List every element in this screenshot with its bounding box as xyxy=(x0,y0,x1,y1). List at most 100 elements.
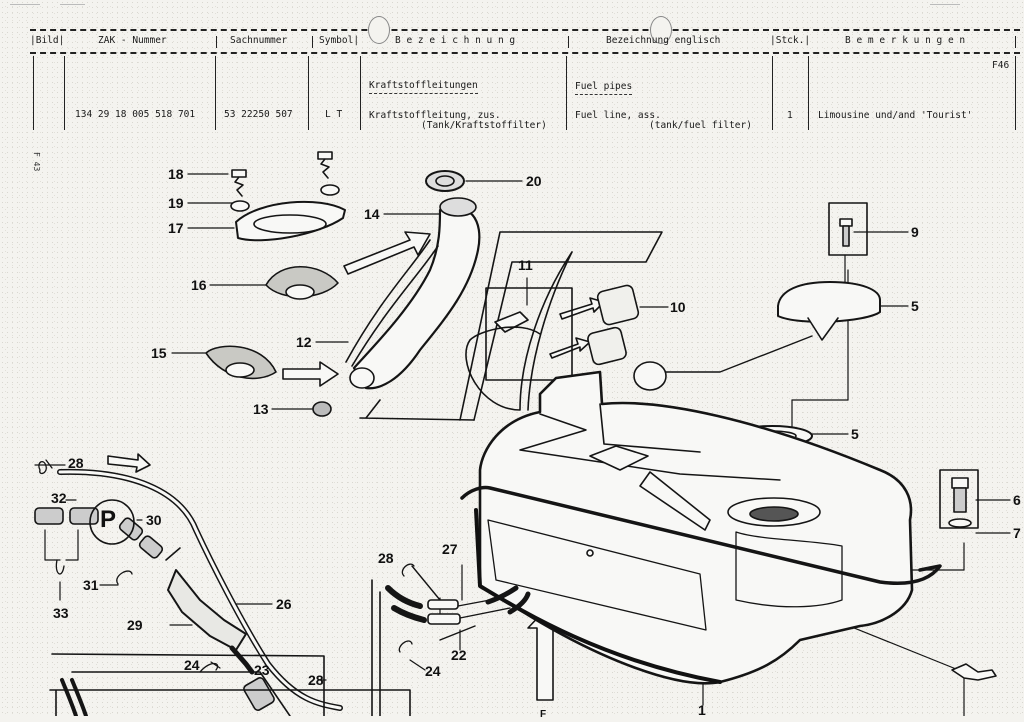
washer xyxy=(230,200,250,212)
row-zak-nummer: 134 29 18 005 518 701 xyxy=(75,109,196,120)
callout-16: 16 xyxy=(191,277,207,293)
callout-5-sender: 5 xyxy=(911,298,919,314)
callout-7: 7 xyxy=(1013,525,1021,541)
mounting-flange xyxy=(235,200,346,242)
callout-14: 14 xyxy=(364,206,380,222)
callout-27: 27 xyxy=(442,541,458,557)
faint-scan-mark xyxy=(930,4,960,6)
column-divider xyxy=(215,56,216,130)
row-quantity: 1 xyxy=(787,110,793,121)
retaining-strap xyxy=(951,663,997,681)
row-description-en-1: Fuel line, ass. xyxy=(575,110,661,121)
column-divider xyxy=(360,56,361,130)
sender-arm xyxy=(649,335,813,373)
header-bezeichnung: B e z e i c h n u n g xyxy=(395,35,516,46)
column-divider xyxy=(1015,56,1016,130)
row-description-en-2: (tank/fuel filter) xyxy=(649,120,752,131)
faint-scan-mark xyxy=(60,4,85,6)
callout-30: 30 xyxy=(146,512,162,528)
flow-arrow xyxy=(107,453,151,473)
fuel-sender xyxy=(777,281,881,323)
column-divider xyxy=(308,56,309,130)
column-divider xyxy=(1015,36,1016,48)
column-divider xyxy=(566,56,567,130)
callout-31: 31 xyxy=(83,577,99,593)
column-divider xyxy=(312,36,313,48)
row-description-de-2: (Tank/Kraftstoffilter) xyxy=(421,120,547,131)
callout-12: 12 xyxy=(296,334,312,350)
column-divider xyxy=(216,36,217,48)
callout-24-right: 24 xyxy=(425,663,441,679)
header-symbol: Symbol| xyxy=(319,35,360,46)
callout-20: 20 xyxy=(526,173,542,189)
column-divider xyxy=(808,56,809,130)
grommet xyxy=(265,265,339,298)
callout-29: 29 xyxy=(127,617,143,633)
plug xyxy=(312,401,332,417)
callout-5-gasket: 5 xyxy=(851,426,859,442)
inset-frame xyxy=(49,653,411,716)
column-divider xyxy=(64,56,65,130)
rubber-sleeve xyxy=(587,326,627,366)
header-stueck: |Stck.| xyxy=(770,35,811,46)
hose-clip xyxy=(199,662,219,673)
inset-box xyxy=(939,469,979,529)
washer xyxy=(320,184,340,196)
bottom-mark: F xyxy=(540,709,547,720)
row-symbol: L T xyxy=(325,109,343,120)
callout-9: 9 xyxy=(911,224,919,240)
callout-15: 15 xyxy=(151,345,167,361)
callout-28-top: 28 xyxy=(68,455,84,471)
callout-13: 13 xyxy=(253,401,269,417)
breather-pipe xyxy=(345,239,439,367)
flow-arrow xyxy=(343,231,431,275)
callout-23: 23 xyxy=(254,662,270,678)
callout-19: 19 xyxy=(168,195,184,211)
parts-table: |Bild| ZAK - Nummer Sachnummer Symbol| B… xyxy=(30,16,1020,131)
hose-clip xyxy=(55,559,65,575)
hose-clip xyxy=(401,563,415,577)
row-sachnummer: 53 22250 507 xyxy=(224,109,293,120)
inset-box xyxy=(828,202,868,256)
hose-clip xyxy=(38,459,53,475)
fuel-tank xyxy=(478,370,914,685)
filler-cap xyxy=(425,170,465,192)
hose-clip xyxy=(116,570,133,585)
header-sachnummer: Sachnummer xyxy=(230,35,288,46)
column-divider xyxy=(33,56,34,130)
callout-33: 33 xyxy=(53,605,69,621)
callout-28-mid: 28 xyxy=(378,550,394,566)
flow-arrow xyxy=(282,361,339,387)
row-description-de-1: Kraftstoffleitung, zus. xyxy=(369,110,501,121)
row-remark: Limousine und/and 'Tourist' xyxy=(818,110,973,121)
group-title-de: Kraftstoffleitungen xyxy=(369,80,478,94)
punch-hole xyxy=(368,16,390,44)
rubber-sleeve xyxy=(596,284,640,326)
header-bemerkungen: B e m e r k u n g e n xyxy=(845,35,966,46)
faint-scan-mark xyxy=(10,4,40,6)
filler-hose xyxy=(352,206,481,390)
inset-box xyxy=(485,287,573,381)
callout-10: 10 xyxy=(670,299,686,315)
callout-6: 6 xyxy=(1013,492,1021,508)
callout-28-bottom: 28 xyxy=(308,672,324,688)
callout-17: 17 xyxy=(168,220,184,236)
inset-circle xyxy=(89,499,135,545)
callout-11: 11 xyxy=(518,257,533,273)
column-divider xyxy=(568,36,569,48)
inset-frame xyxy=(359,399,475,421)
table-header-rule xyxy=(30,52,1020,54)
callout-22: 22 xyxy=(451,647,467,663)
punch-hole xyxy=(650,16,672,44)
callout-18: 18 xyxy=(168,166,184,182)
hose-clip xyxy=(398,640,413,653)
table-top-rule xyxy=(30,29,1020,31)
float xyxy=(633,361,667,391)
fuel-line-loop xyxy=(465,251,573,411)
callout-24-left: 24 xyxy=(184,657,200,673)
callout-1: 1 xyxy=(698,702,706,718)
inset-letter-p: P xyxy=(100,506,117,533)
callout-32: 32 xyxy=(51,490,67,506)
side-page-mark: F 43 xyxy=(32,152,41,172)
